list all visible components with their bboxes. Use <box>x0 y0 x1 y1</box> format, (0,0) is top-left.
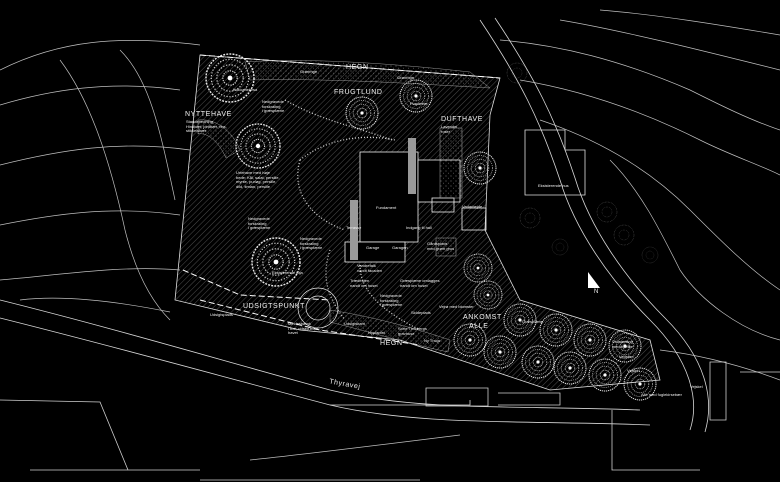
road-thyravej <box>0 17 709 433</box>
note-road-boundary-2: Vejskel <box>690 384 703 389</box>
note-new-planting: Nyplantet <box>368 330 385 335</box>
existing-tree-symbol <box>641 246 659 264</box>
existing-house <box>524 129 586 196</box>
note-lavender-roses: Lavendel roser <box>441 124 458 134</box>
area-label-hegn-bottom: HEGN <box>380 340 403 347</box>
hedge-rows <box>435 127 463 257</box>
note-buried-storage-2: Nedgravede forskraling i græsplæne <box>248 216 271 231</box>
note-existing-house: Eksisterende hus <box>538 183 569 188</box>
existing-tree-symbol <box>519 207 541 229</box>
note-foundation: Fundament <box>376 205 397 210</box>
note-road-boundary: Vejskel <box>627 368 640 373</box>
area-label-hegn-top: HEGN <box>346 64 369 71</box>
contour-lines <box>0 9 780 461</box>
note-existing-thuja: Eksisterende tuja <box>272 270 303 275</box>
note-stones: Vedsten <box>619 354 634 359</box>
area-label-nyttehave: NYTTEHAVE <box>185 111 232 118</box>
note-berry-beds: Staudebedning Hindbær, jordbær, ribs, st… <box>186 119 227 134</box>
hedges <box>197 60 491 353</box>
note-garage: Garage <box>366 245 380 250</box>
note-tree: Purpletræ <box>410 101 428 106</box>
note-viewing-area: Udsigtsplads <box>210 312 233 317</box>
note-avenue: Allé med fuglekirsebær <box>641 392 682 397</box>
existing-tree-symbol <box>596 201 618 223</box>
note-woodwork: Vedarbejde <box>462 204 483 209</box>
note-memorial-bench: Mindesbænk i træ, udsigt mod havet <box>288 321 318 336</box>
area-label-alle: ALLE <box>469 323 489 330</box>
neighbour-lots <box>0 361 780 481</box>
note-wood-beam: Vedsamling med bjælke <box>612 339 633 349</box>
note-entrance: Indgang til hall <box>406 225 432 230</box>
existing-tree-symbol <box>613 224 635 246</box>
area-label-udsigtspunkt: UDSIGTSPUNKT <box>243 303 306 310</box>
existing-tree-symbol <box>551 238 569 256</box>
note-lawn-relaid: Græsplæne omlagges nandt om huset <box>400 278 440 288</box>
note-thorbergs: Sorte Thorbergs gravhuse <box>398 326 427 336</box>
viewpoint-platform <box>297 287 339 329</box>
north-label: N <box>594 289 599 295</box>
note-kokoadekirsa: Kokoadekirsa <box>233 87 258 92</box>
area-label-ankomst: ANKOMST <box>463 314 502 321</box>
note-buried-storage-1: Nedgravede forskraling i græsplæne <box>262 99 285 114</box>
area-label-frugtlund: FRUGTLUND <box>334 89 383 96</box>
note-hedge-2: Grønrhge <box>397 75 415 80</box>
note-garage-2: Garagen <box>392 245 408 250</box>
note-lawn: Græsplæne <box>522 319 544 324</box>
area-label-dufthave: DUFTHAVE <box>441 116 484 123</box>
note-hedge-1: Grønrhge <box>300 69 318 74</box>
note-stepping-stones: Trædesten nandt om huset <box>350 278 378 288</box>
gravel-paths <box>284 99 421 331</box>
note-herb-garden: Urtehave med høje bede: Kål, salat, pers… <box>236 170 280 189</box>
note-view-edge: Udsigtskant <box>344 321 365 326</box>
note-seating: Siddeplads <box>411 310 431 315</box>
note-buried-storage-3: Nedgravede forskraling i græsplæne <box>300 236 323 251</box>
note-facade: Vandrefalk vandt facaden <box>357 263 383 273</box>
note-flower-path: Vejrø med blomster <box>439 304 474 309</box>
note-buried-storage-4: Nedgravede forskraling i græsplæne <box>380 293 403 308</box>
north-arrow-icon <box>588 272 600 288</box>
note-new-thuja: Ny Thuja <box>424 338 440 343</box>
note-terrace: Terrasse <box>346 225 362 230</box>
note-courtyard: Gårdsplads med grønt grus <box>427 241 455 251</box>
